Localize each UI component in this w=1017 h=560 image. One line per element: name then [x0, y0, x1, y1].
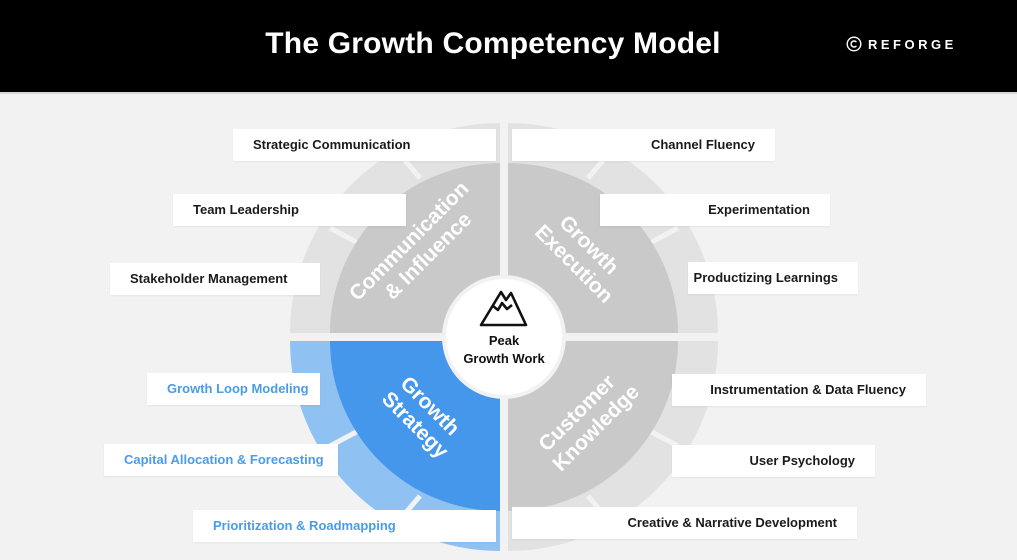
brand-logo: REFORGE: [846, 36, 957, 52]
copyright-icon: [846, 36, 862, 52]
segment-execution[interactable]: [508, 163, 678, 333]
label-instrumentation-data-fluency[interactable]: Instrumentation & Data Fluency: [672, 374, 926, 406]
label-user-psychology[interactable]: User Psychology: [672, 445, 875, 477]
label-prioritization-roadmapping[interactable]: Prioritization & Roadmapping: [193, 510, 496, 542]
center-subtitle: Growth Work: [463, 351, 545, 366]
label-stakeholder-management[interactable]: Stakeholder Management: [110, 263, 320, 295]
center-title: Peak: [489, 333, 520, 348]
mountain-peak-icon: [479, 290, 528, 327]
label-capital-allocation[interactable]: Capital Allocation & Forecasting: [104, 444, 338, 476]
label-productizing-learnings[interactable]: Productizing Learnings: [688, 262, 858, 294]
header-divider: [0, 92, 1017, 94]
header-bar: The Growth Competency Model REFORGE: [0, 0, 1017, 92]
label-channel-fluency[interactable]: Channel Fluency: [512, 129, 775, 161]
label-strategic-communication[interactable]: Strategic Communication: [233, 129, 496, 161]
segment-communication[interactable]: [330, 163, 500, 333]
label-creative-narrative-development[interactable]: Creative & Narrative Development: [512, 507, 857, 539]
label-team-leadership[interactable]: Team Leadership: [173, 194, 406, 226]
label-experimentation[interactable]: Experimentation: [600, 194, 830, 226]
label-growth-loop-modeling[interactable]: Growth Loop Modeling: [147, 373, 320, 405]
segment-customer[interactable]: [508, 341, 678, 511]
page-title: The Growth Competency Model: [265, 27, 721, 60]
brand-name: REFORGE: [868, 36, 957, 52]
center-circle: [446, 279, 562, 395]
segment-strategy[interactable]: [330, 341, 500, 511]
